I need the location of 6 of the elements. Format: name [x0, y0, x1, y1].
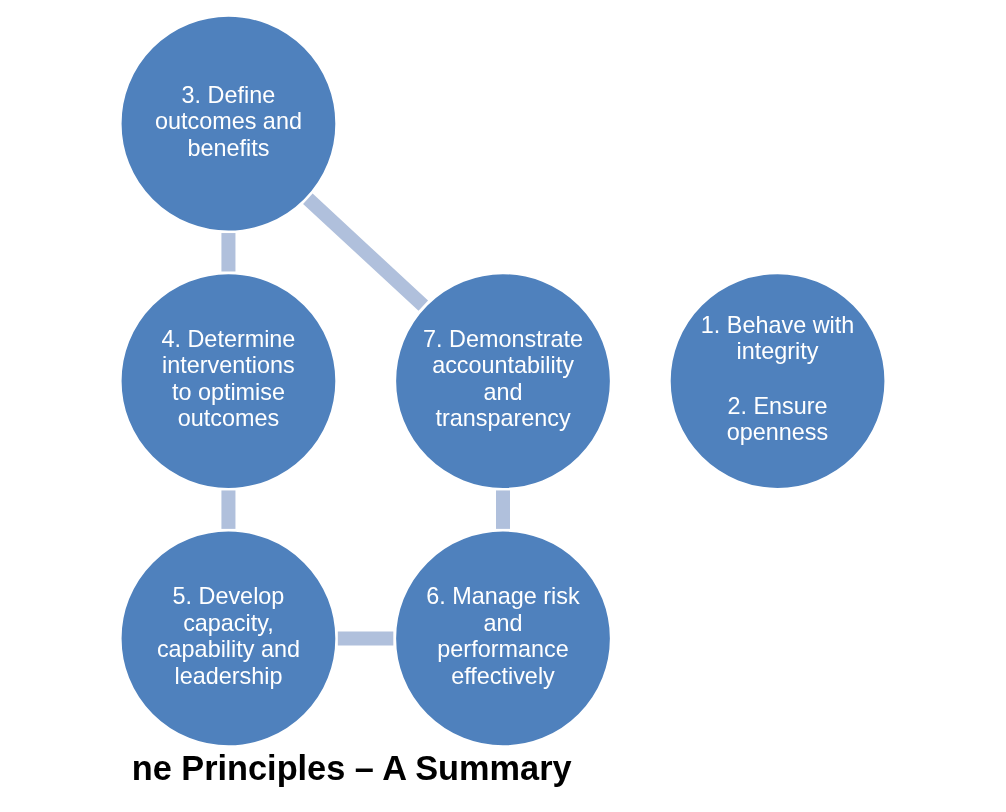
connector [221, 233, 236, 272]
connector [496, 490, 510, 529]
diagram-title: ne Principles – A Summary [131, 748, 572, 787]
connector [303, 193, 429, 311]
connector [337, 631, 394, 646]
connector [221, 490, 236, 529]
